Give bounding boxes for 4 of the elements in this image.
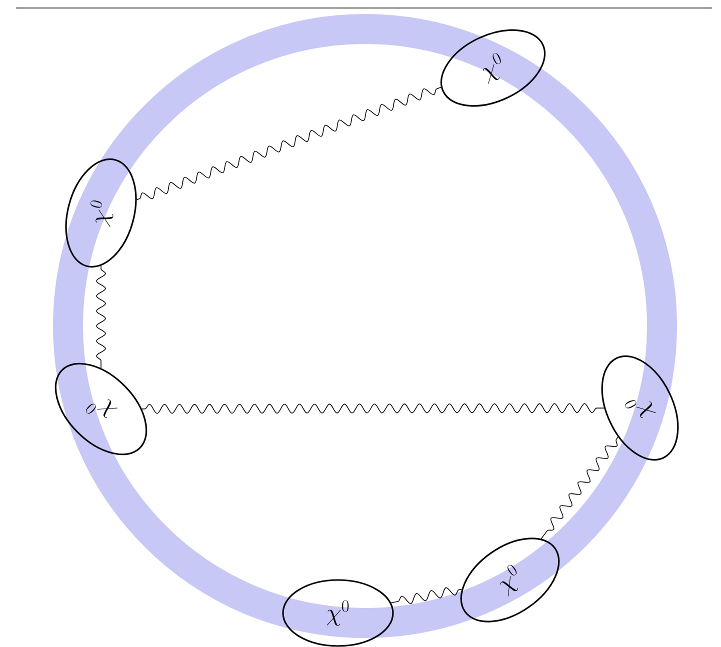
wavy-line	[96, 265, 106, 369]
wavy-line	[141, 403, 605, 414]
wavy-line	[540, 436, 618, 540]
wavy-line	[390, 587, 462, 604]
